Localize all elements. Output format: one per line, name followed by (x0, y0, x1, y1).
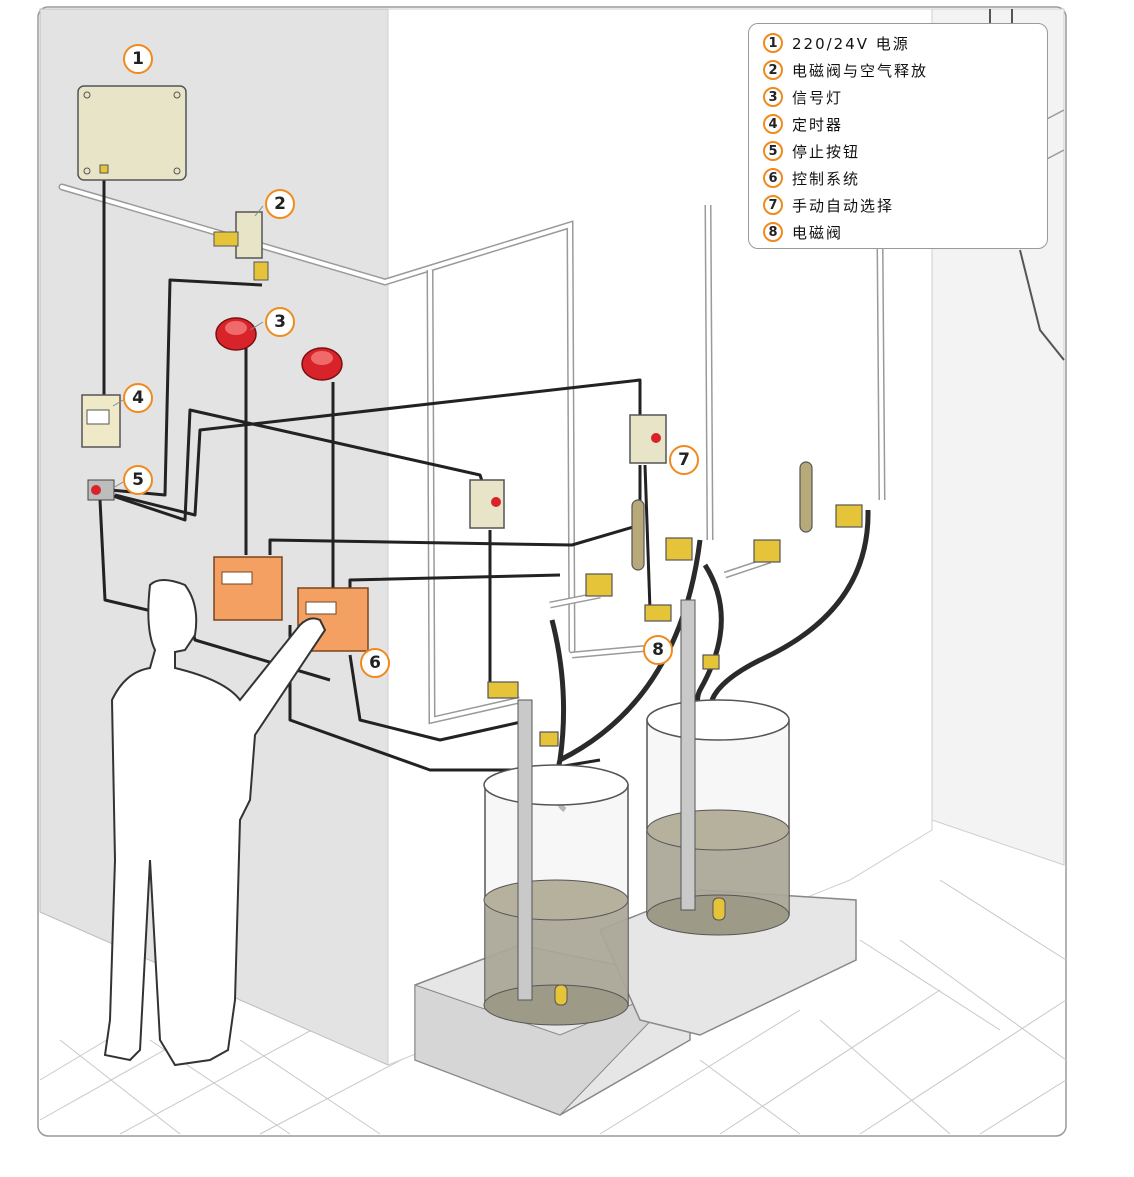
legend-label: 停止按钮 (792, 142, 861, 161)
signal-lamp-right (301, 347, 343, 381)
control-box-left (213, 556, 283, 621)
legend-number: 6 (763, 168, 783, 188)
legend-number: 3 (763, 87, 783, 107)
air-valves (487, 504, 863, 747)
selector-box-right (629, 414, 667, 464)
legend-item-6: 6 控制系统 (763, 166, 860, 190)
drum-left (483, 699, 629, 1026)
callout-8: 8 (643, 635, 673, 665)
legend-label: 电磁阀与空气释放 (792, 61, 929, 80)
legend-item-3: 3 信号灯 (763, 85, 843, 109)
legend-item-8: 8 电磁阀 (763, 220, 843, 244)
legend-label: 手动自动选择 (792, 196, 895, 215)
legend-label: 定时器 (792, 115, 844, 134)
floor-tiles (39, 879, 1067, 1135)
legend-item-5: 5 停止按钮 (763, 139, 860, 163)
solenoid-valve-air-release (213, 211, 269, 281)
legend-number: 2 (763, 60, 783, 80)
callout-1: 1 (123, 44, 153, 74)
legend-label: 220/24V 电源 (792, 34, 910, 53)
legend-label: 控制系统 (792, 169, 861, 188)
drum-right (646, 599, 790, 936)
air-pipes (58, 183, 576, 654)
callout-5: 5 (123, 465, 153, 495)
operator-figure (103, 579, 327, 1067)
stop-button-box (87, 479, 115, 501)
legend-number: 1 (763, 33, 783, 53)
lubricators (631, 461, 813, 571)
callout-4: 4 (123, 383, 153, 413)
legend-label: 电磁阀 (792, 223, 844, 242)
signal-lamp-left (215, 317, 257, 351)
legend-item-2: 2 电磁阀与空气释放 (763, 58, 928, 82)
legend-number: 5 (763, 141, 783, 161)
legend-item-4: 4 定时器 (763, 112, 843, 136)
legend-number: 4 (763, 114, 783, 134)
legend-label: 信号灯 (792, 88, 844, 107)
power-supply-box (77, 85, 187, 181)
legend-box: 1 220/24V 电源 2 电磁阀与空气释放 3 信号灯 4 定时器 5 停止… (748, 23, 1048, 249)
legend-number: 8 (763, 222, 783, 242)
legend-number: 7 (763, 195, 783, 215)
selector-box-left (469, 479, 505, 529)
callout-6: 6 (360, 648, 390, 678)
legend-item-1: 1 220/24V 电源 (763, 31, 910, 55)
callout-2: 2 (265, 189, 295, 219)
callout-7: 7 (669, 445, 699, 475)
callout-3: 3 (265, 307, 295, 337)
timer-unit (81, 394, 121, 448)
legend-item-7: 7 手动自动选择 (763, 193, 894, 217)
